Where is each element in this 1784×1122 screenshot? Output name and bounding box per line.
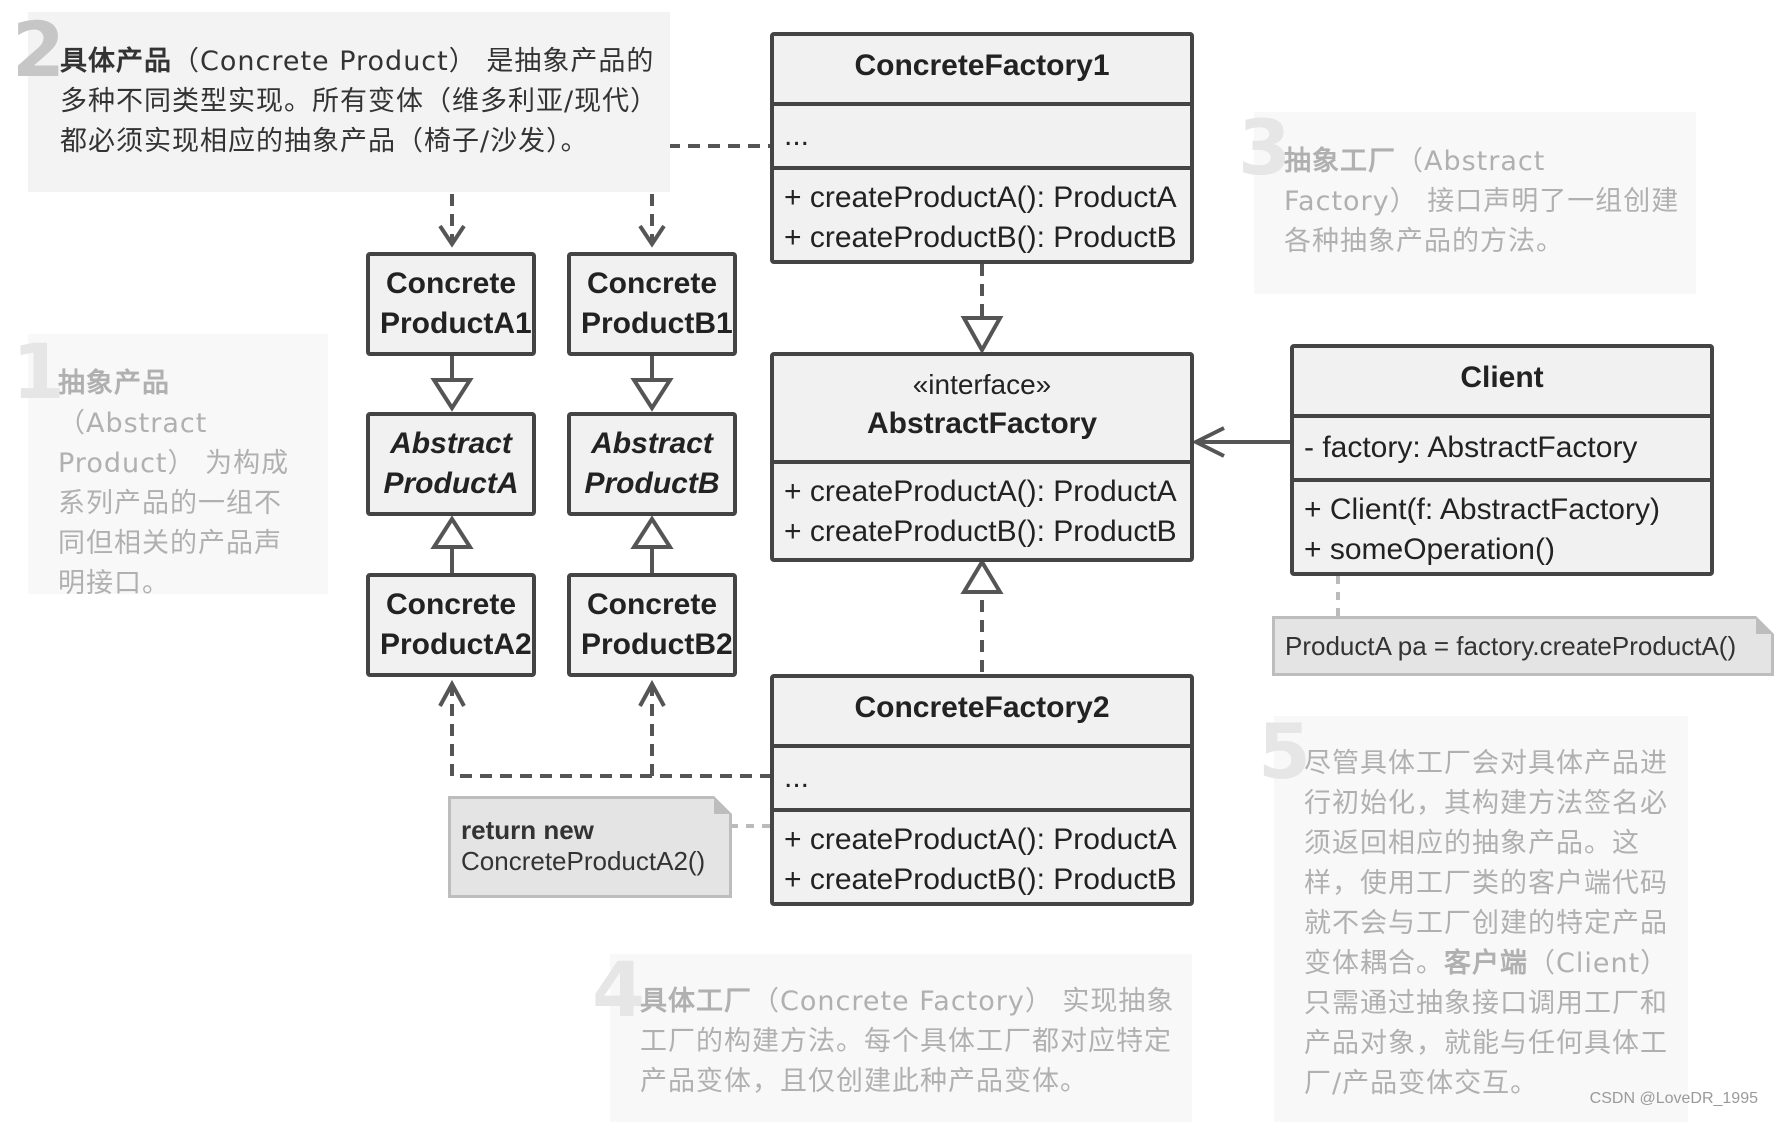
- note-bold-term: 抽象产品: [58, 368, 170, 399]
- class-title: ConcreteFactory1: [854, 49, 1110, 82]
- factory2-creates-a2: [450, 686, 772, 778]
- note-body: （Abstract Product） 为构成系列产品的一组不同但相关的产品声明接…: [58, 408, 290, 599]
- class-title-line1: Concrete: [586, 588, 718, 621]
- note-number: 3: [1238, 103, 1291, 192]
- class-title-line1: Concrete: [385, 267, 517, 300]
- class-title-line2: ProductA: [383, 467, 519, 500]
- note-number: 1: [12, 327, 65, 416]
- client-field: - factory: AbstractFactory: [1304, 431, 1638, 464]
- method-create-a: + createProductA(): ProductA: [784, 181, 1177, 214]
- note-concrete-factory: 4 具体工厂（Concrete Factory） 实现抽象工厂的构建方法。每个具…: [592, 952, 1192, 1122]
- class-title-line2: ProductA1: [380, 307, 532, 340]
- class-title-line1: Concrete: [586, 267, 718, 300]
- factory2-code-note: return new ConcreteProductA2(): [448, 796, 732, 898]
- class-title: Client: [1460, 361, 1544, 394]
- class-title-line2: ProductB: [584, 467, 720, 500]
- return-keyword: return new: [461, 815, 594, 845]
- class-title-line1: Abstract: [591, 427, 713, 460]
- method-create-b: + createProductB(): ProductB: [784, 221, 1177, 254]
- class-concrete-factory1: ConcreteFactory1 ... + createProductA():…: [770, 32, 1194, 264]
- note-number: 4: [592, 945, 645, 1034]
- class-title-line1: Abstract: [390, 427, 512, 460]
- note-bold-term: 抽象工厂: [1284, 146, 1396, 177]
- class-title-line2: ProductB1: [581, 307, 733, 340]
- client-code-text: ProductA pa = factory.createProductA(): [1285, 631, 1737, 661]
- class-title-line2: ProductA2: [380, 628, 532, 661]
- class-stereotype: «interface»: [912, 369, 1052, 400]
- class-title: ConcreteFactory2: [854, 691, 1110, 724]
- note-abstract-product: 1 抽象产品（Abstract Product） 为构成系列产品的一组不同但相关…: [12, 334, 328, 599]
- note-text: 抽象工厂（Abstract Factory） 接口声明了一组创建各种抽象产品的方…: [1284, 142, 1684, 262]
- class-concrete-factory2: ConcreteFactory2 ... + createProductA():…: [770, 674, 1194, 906]
- note-client-decoupling: 5 尽管具体工厂会对具体产品进行初始化，其构建方法签名必须返回相应的抽象产品。这…: [1258, 714, 1688, 1122]
- class-client: Client - factory: AbstractFactory + Clie…: [1290, 344, 1714, 576]
- method-create-a: + createProductA(): ProductA: [784, 823, 1177, 856]
- class-abstract-product-a: Abstract ProductA: [366, 412, 536, 516]
- class-title-line1: Concrete: [385, 588, 517, 621]
- note-body-2: （Client） 只需通过抽象接口调用工厂和产品对象，就能与任何具体工厂/产品变…: [1304, 948, 1669, 1099]
- note-bold-term: 具体工厂: [640, 986, 752, 1017]
- class-concrete-product-b1: Concrete ProductB1: [567, 252, 737, 356]
- class-title-line2: ProductB2: [581, 628, 733, 661]
- method-create-b: + createProductB(): ProductB: [784, 863, 1177, 896]
- class-title: AbstractFactory: [866, 407, 1098, 440]
- client-some-operation: + someOperation(): [1304, 533, 1555, 566]
- method-create-b: + createProductB(): ProductB: [784, 515, 1177, 548]
- note-number: 2: [12, 5, 65, 94]
- client-constructor: + Client(f: AbstractFactory): [1304, 493, 1660, 526]
- note-body: （Abstract Factory） 接口声明了一组创建各种抽象产品的方法。: [1284, 146, 1680, 257]
- note-text: 具体工厂（Concrete Factory） 实现抽象工厂的构建方法。每个具体工…: [640, 982, 1180, 1102]
- class-concrete-product-a2: Concrete ProductA2: [366, 573, 536, 677]
- note-concrete-product: 2 具体产品（Concrete Product） 是抽象产品的多种不同类型实现。…: [12, 12, 670, 192]
- class-abstract-factory: «interface» AbstractFactory + createProd…: [770, 352, 1194, 562]
- watermark: CSDN @LoveDR_1995: [1589, 1090, 1758, 1107]
- class-concrete-product-a1: Concrete ProductA1: [366, 252, 536, 356]
- note-text: 具体产品（Concrete Product） 是抽象产品的多种不同类型实现。所有…: [60, 42, 660, 162]
- note-fold-corner: [1756, 616, 1774, 634]
- method-create-a: + createProductA(): ProductA: [784, 475, 1177, 508]
- class-fields: ...: [784, 761, 810, 794]
- note-fold-corner: [714, 796, 732, 814]
- note-body: （Concrete Product） 是抽象产品的多种不同类型实现。所有变体（维…: [60, 46, 659, 157]
- note-text: 尽管具体工厂会对具体产品进行初始化，其构建方法签名必须返回相应的抽象产品。这样，…: [1304, 744, 1684, 1104]
- note-number: 5: [1258, 707, 1311, 796]
- note-body: （Concrete Factory） 实现抽象工厂的构建方法。每个具体工厂都对应…: [640, 986, 1175, 1097]
- class-concrete-product-b2: Concrete ProductB2: [567, 573, 737, 677]
- note-body: 尽管具体工厂会对具体产品进行初始化，其构建方法签名必须返回相应的抽象产品。这样，…: [1304, 748, 1668, 979]
- class-fields: ...: [784, 119, 810, 152]
- return-expression: ConcreteProductA2(): [461, 846, 706, 876]
- class-abstract-product-b: Abstract ProductB: [567, 412, 737, 516]
- note-text: 抽象产品 （Abstract Product） 为构成系列产品的一组不同但相关的产…: [58, 364, 308, 604]
- note-bold-term: 客户端: [1444, 948, 1528, 979]
- note-abstract-factory: 3 抽象工厂（Abstract Factory） 接口声明了一组创建各种抽象产品…: [1238, 110, 1696, 294]
- note-bold-term: 具体产品: [60, 46, 172, 77]
- client-code-note: ProductA pa = factory.createProductA(): [1272, 616, 1774, 676]
